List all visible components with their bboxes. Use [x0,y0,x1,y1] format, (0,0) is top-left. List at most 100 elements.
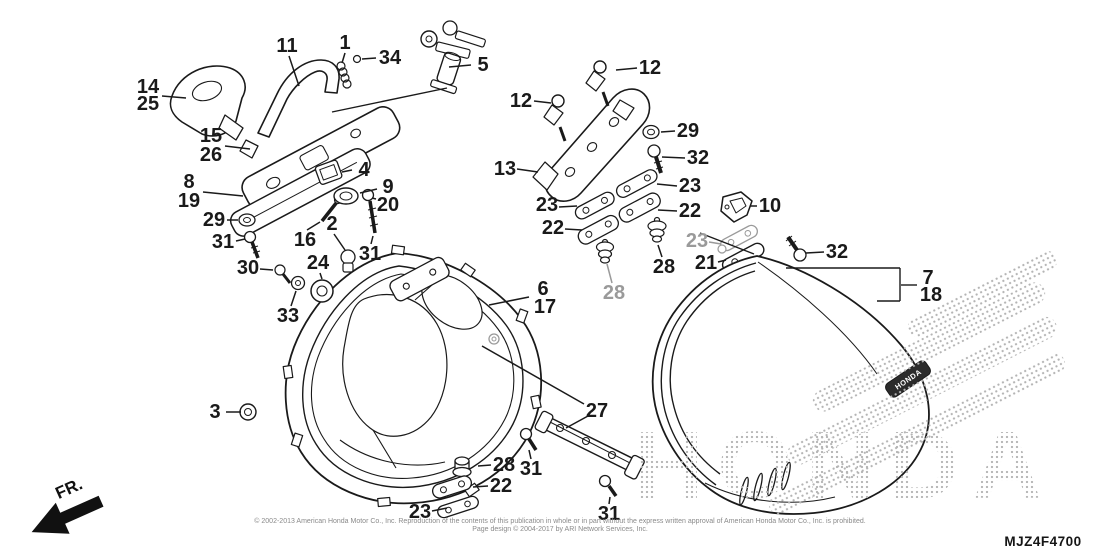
callout-12[interactable]: 12 [639,57,661,79]
leader-line [608,496,611,505]
callout-25[interactable]: 25 [137,93,159,115]
callout-27[interactable]: 27 [586,400,608,422]
leader-line [533,100,552,104]
callout-7[interactable]: 7 [922,267,933,289]
leader-line [660,130,676,133]
leader-line [565,415,589,429]
callout-29[interactable]: 29 [203,209,225,231]
leader-line [528,449,532,460]
callout-12[interactable]: 12 [510,90,532,112]
callout-17[interactable]: 17 [534,296,556,318]
lid-garnish-assembly-art [169,20,486,303]
leader-line [805,251,825,254]
handle-art [257,59,340,138]
leader-line [341,169,353,173]
callout-26[interactable]: 26 [200,144,222,166]
leader-line [235,238,246,242]
key-cylinder-art [420,20,486,95]
leader-line [699,232,755,255]
leader-line [657,209,678,212]
leader-line [224,145,251,150]
hinge-cover-art [169,65,246,141]
callout-22[interactable]: 22 [679,200,701,222]
callout-15[interactable]: 15 [200,125,222,147]
callout-3[interactable]: 3 [209,401,220,423]
leader-line [202,191,244,197]
fr-direction-arrow: FR. [31,474,104,534]
callout-31[interactable]: 31 [598,503,620,525]
leader-line [333,233,346,251]
leader-line [306,221,321,231]
leader-line [431,507,448,512]
leader-line [481,345,585,405]
leader-line [290,290,297,307]
leader-line [606,263,613,284]
callout-34[interactable]: 34 [379,47,402,69]
leader-line [488,296,530,306]
callout-23[interactable]: 23 [536,194,558,216]
leader-line [472,485,489,488]
leader-line [448,64,472,68]
leader-line [656,183,678,187]
callout-10[interactable]: 10 [759,195,781,217]
leader-line [477,464,492,467]
leader-line [361,57,377,60]
callout-22[interactable]: 22 [490,475,512,497]
leader-line [708,241,722,245]
callout-28[interactable]: 28 [493,454,515,476]
leader-line [341,52,346,64]
callout-28[interactable]: 28 [603,282,625,304]
callout-29[interactable]: 29 [677,120,699,142]
hinge-bracket-assembly-art [532,60,667,264]
leader-line [371,197,377,200]
callout-30[interactable]: 30 [237,257,259,279]
svg-text:FR.: FR. [53,474,86,502]
callout-23[interactable]: 23 [679,175,701,197]
callout-32[interactable]: 32 [687,147,709,169]
spring-art [336,61,352,89]
callout-22[interactable]: 22 [542,217,564,239]
leader-line [558,205,578,208]
callout-13[interactable]: 13 [494,158,516,180]
leader-line [661,156,686,159]
callout-2[interactable]: 2 [326,213,337,235]
callout-1[interactable]: 1 [339,32,350,54]
leader-line [359,188,378,194]
callout-33[interactable]: 33 [277,305,299,327]
callout-31[interactable]: 31 [359,243,381,265]
leader-line [331,87,448,113]
callout-20[interactable]: 20 [377,194,399,216]
callout-8[interactable]: 8 [183,171,194,193]
leader-line [717,259,727,263]
saddlebag-lid-art: HONDA [651,255,931,515]
copyright-line-2: Page design © 2004-2017 by ARI Network S… [472,525,648,533]
callout-16[interactable]: 16 [294,229,316,251]
callout-24[interactable]: 24 [307,252,330,274]
callout-31[interactable]: 31 [212,231,234,253]
leader-line [516,168,539,173]
callout-5[interactable]: 5 [477,54,488,76]
callout-6[interactable]: 6 [537,278,548,300]
callout-31[interactable]: 31 [520,458,542,480]
leader-line [615,67,638,71]
callout-23[interactable]: 23 [409,501,431,523]
leader-line [259,268,274,271]
leader-lines [161,52,917,512]
leader-line [161,95,187,99]
callout-14[interactable]: 14 [137,76,160,98]
leader-line [288,55,300,87]
callout-4[interactable]: 4 [358,159,370,181]
callout-18[interactable]: 18 [920,284,942,306]
callout-23[interactable]: 23 [686,230,708,252]
copyright-line-1: © 2002-2013 American Honda Motor Co., In… [254,517,865,525]
callout-32[interactable]: 32 [826,241,848,263]
bottom-fasteners-art [239,403,479,519]
callout-11[interactable]: 11 [276,35,297,57]
callout-9[interactable]: 9 [382,176,393,198]
callout-21[interactable]: 21 [695,252,717,274]
callout-28[interactable]: 28 [653,256,675,278]
leader-line [319,272,323,280]
callout-19[interactable]: 19 [178,190,200,212]
